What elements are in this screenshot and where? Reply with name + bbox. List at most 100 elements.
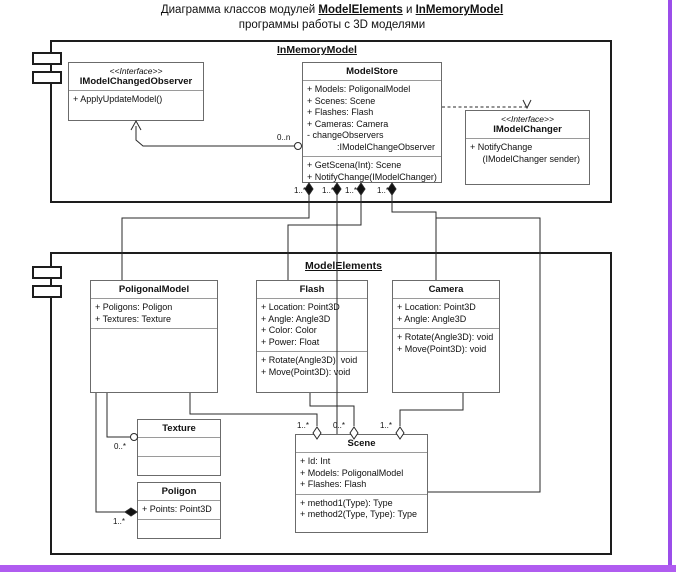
attribute-row: + Location: Point3D — [397, 302, 476, 312]
class-poligonalmodel[interactable]: PoligonalModel + Poligons: Poligon + Tex… — [90, 280, 218, 393]
operation-row: (IModelChanger sender) — [470, 153, 581, 164]
page-title: Диаграмма классов модулей ModelElements … — [0, 3, 664, 33]
operation-row: + Rotate(Angle3D): void — [261, 355, 358, 365]
multiplicity-store-models: 1..* — [294, 186, 307, 195]
class-stereotype: <<Interface>> — [109, 66, 163, 76]
class-imodelchangedobserver[interactable]: <<Interface>> IModelChangedObserver + Ap… — [68, 62, 204, 121]
class-attributes: + Location: Point3D + Angle: Angle3D + C… — [257, 299, 367, 352]
class-stereotype: <<Interface>> — [501, 114, 554, 124]
attribute-row: + Location: Point3D — [261, 302, 340, 312]
attribute-row: + Cameras: Camera — [307, 118, 389, 129]
accent-border-right — [668, 0, 672, 572]
class-name: IModelChanger — [493, 124, 562, 135]
multiplicity-store-flashes: 1..* — [345, 186, 358, 195]
multiplicity-observer: 0..n — [277, 133, 291, 142]
attribute-row: - changeObservers — [307, 130, 384, 140]
package-tab-top — [32, 52, 62, 65]
multiplicity-store-cameras: 1..* — [377, 186, 390, 195]
class-flash[interactable]: Flash + Location: Point3D + Angle: Angle… — [256, 280, 368, 393]
class-header: Texture — [138, 420, 220, 438]
package-label-inmemorymodel: InMemoryModel — [277, 44, 357, 56]
class-name: Poligon — [161, 486, 197, 497]
class-operations — [91, 329, 217, 391]
class-header: Poligon — [138, 483, 220, 501]
attribute-row: + Power: Float — [261, 336, 320, 347]
package-tab-top — [32, 266, 62, 279]
attribute-row: + Angle: Angle3D — [261, 313, 331, 324]
package-tab-bottom — [32, 285, 62, 298]
class-header: ModelStore — [303, 63, 441, 81]
title-line-1-pre: Диаграмма классов модулей — [160, 4, 319, 16]
package-tabs-modelelements — [32, 266, 62, 298]
attribute-row: + Flashes: Flash — [307, 107, 374, 117]
title-line-1: Диаграмма классов модулей ModelElements … — [0, 3, 664, 18]
attribute-row: + Flashes: Flash — [300, 479, 367, 489]
title-link-inmemorymodel: InMemoryModel — [415, 4, 504, 16]
attribute-row: + Models: PoligonalModel — [307, 84, 411, 94]
attribute-row: + Scenes: Scene — [307, 95, 376, 106]
attribute-row: + Poligons: Poligon — [95, 302, 173, 312]
class-operations: + method1(Type): Type + method2(Type, Ty… — [296, 495, 427, 524]
class-attributes: + Id: Int + Models: PoligonalModel + Fla… — [296, 453, 427, 495]
attribute-row: :IModelChangeObserver — [307, 141, 436, 152]
multiplicity-store-scenes: 1..* — [322, 186, 335, 195]
attribute-row: + Angle: Angle3D — [397, 313, 467, 324]
class-operations: + Rotate(Angle3D): void + Move(Point3D):… — [257, 352, 367, 381]
title-line-1-mid: и — [402, 4, 416, 16]
multiplicity-scene-models: 1..* — [297, 421, 310, 430]
class-header: PoligonalModel — [91, 281, 217, 299]
class-name: Camera — [428, 284, 464, 295]
attribute-row: + Id: Int — [300, 456, 331, 466]
package-tab-bottom — [32, 71, 62, 84]
operation-row: + GetScena(Int): Scene — [307, 160, 402, 170]
attribute-row: + Models: PoligonalModel — [300, 467, 404, 478]
class-attributes: + Poligons: Poligon + Textures: Texture — [91, 299, 217, 329]
class-modelstore[interactable]: ModelStore + Models: PoligonalModel + Sc… — [302, 62, 442, 183]
title-line-2: программы работы с 3D моделями — [238, 19, 426, 31]
class-poligon[interactable]: Poligon + Points: Point3D — [137, 482, 221, 539]
class-operations: + NotifyChange (IModelChanger sender) — [466, 139, 589, 168]
operation-row: + Rotate(Angle3D): void — [397, 332, 494, 342]
class-attributes — [138, 438, 220, 457]
accent-border-bottom — [0, 565, 676, 572]
class-name: Scene — [347, 438, 376, 449]
multiplicity-scene-cameras: 1..* — [380, 421, 393, 430]
operation-row: + Move(Point3D): void — [397, 343, 487, 354]
class-header: Scene — [296, 435, 427, 453]
class-name: PoligonalModel — [118, 284, 190, 295]
class-operations: + ApplyUpdateModel() — [69, 91, 203, 109]
multiplicity-scene-flashes: 0..* — [333, 421, 346, 430]
multiplicity-texture: 0..* — [114, 442, 127, 451]
class-header: Camera — [393, 281, 499, 299]
title-link-modelelements: ModelElements — [318, 4, 403, 16]
operation-row: + method2(Type, Type): Type — [300, 509, 417, 519]
class-texture[interactable]: Texture — [137, 419, 221, 476]
class-attributes: + Models: PoligonalModel + Scenes: Scene… — [303, 81, 441, 157]
attribute-row: + Textures: Texture — [95, 313, 171, 324]
package-tabs-inmemorymodel — [32, 52, 62, 84]
class-scene[interactable]: Scene + Id: Int + Models: PoligonalModel… — [295, 434, 428, 533]
class-name: ModelStore — [346, 66, 398, 77]
operation-row: + NotifyChange — [470, 142, 533, 152]
multiplicity-poligon: 1..* — [113, 517, 126, 526]
operation-row: + Move(Point3D): void — [261, 366, 351, 377]
class-operations: + Rotate(Angle3D): void + Move(Point3D):… — [393, 329, 499, 358]
class-header: <<Interface>> IModelChangedObserver — [69, 63, 203, 91]
attribute-row: + Points: Point3D — [142, 504, 212, 514]
class-name: IModelChangedObserver — [79, 76, 193, 87]
class-operations — [138, 520, 220, 538]
operation-row: + NotifyChange(IModelChanger) — [307, 171, 437, 182]
class-attributes: + Location: Point3D + Angle: Angle3D — [393, 299, 499, 329]
class-operations: + GetScena(Int): Scene + NotifyChange(IM… — [303, 157, 441, 186]
operation-row: + method1(Type): Type — [300, 497, 393, 508]
class-name: Texture — [162, 423, 196, 434]
class-header: <<Interface>> IModelChanger — [466, 111, 589, 139]
operation-row: + ApplyUpdateModel() — [73, 94, 163, 104]
class-camera[interactable]: Camera + Location: Point3D + Angle: Angl… — [392, 280, 500, 393]
class-operations — [138, 457, 220, 475]
class-attributes: + Points: Point3D — [138, 501, 220, 520]
attribute-row: + Color: Color — [261, 325, 317, 335]
class-imodelchanger[interactable]: <<Interface>> IModelChanger + NotifyChan… — [465, 110, 590, 185]
class-header: Flash — [257, 281, 367, 299]
